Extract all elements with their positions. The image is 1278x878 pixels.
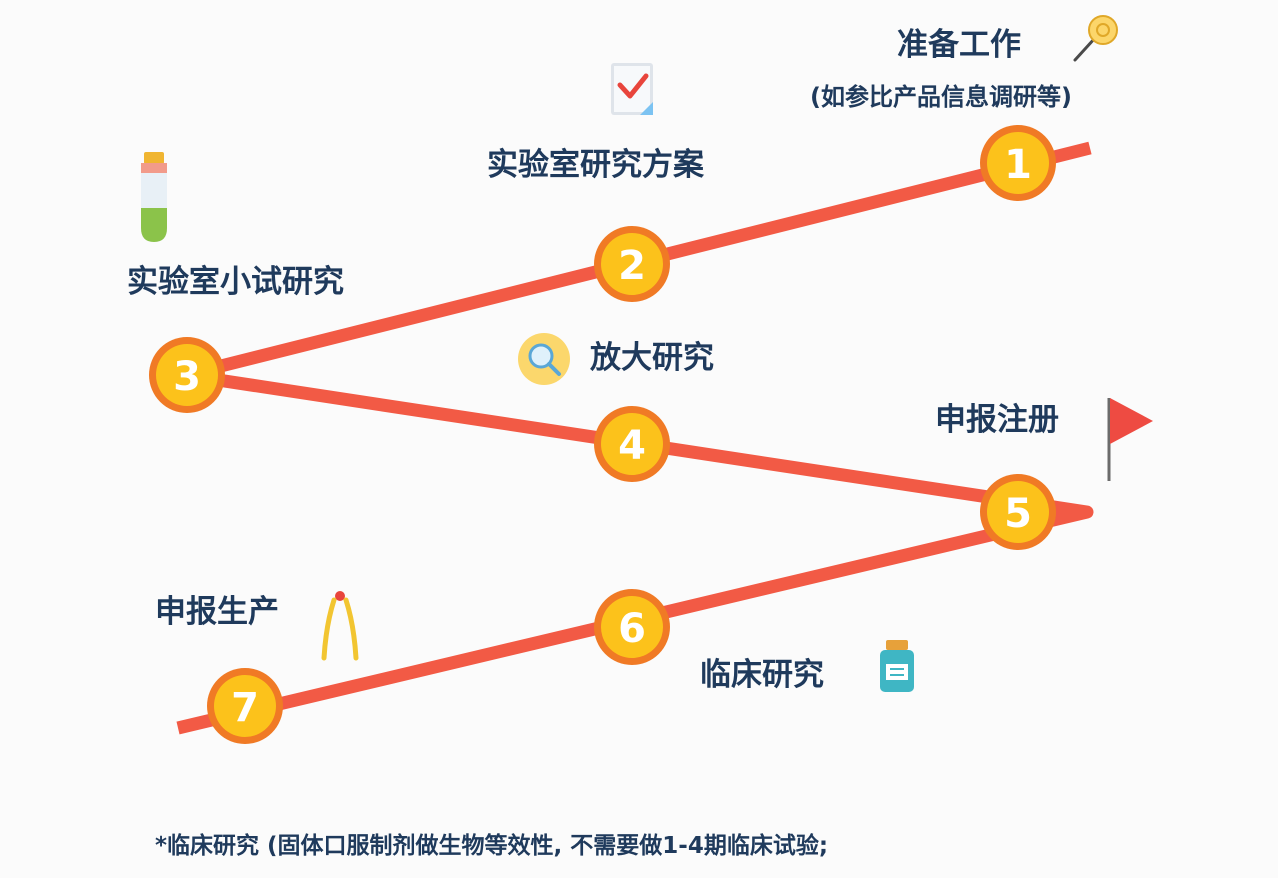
step-number: 2 [618,243,646,289]
step-number: 7 [231,685,259,731]
step-label-5: 申报注册 [935,402,1059,438]
magnifier-icon [518,333,570,385]
step-label-4: 放大研究 [590,340,714,376]
step-label-2: 实验室研究方案 [487,147,704,183]
step-label-6: 临床研究 [700,657,824,693]
step-node-6: 6 [594,589,670,665]
step-node-2: 2 [594,226,670,302]
step-number: 3 [173,354,201,400]
step-label-7: 申报生产 [155,594,279,630]
step-node-3: 3 [149,337,225,413]
step-label-3: 实验室小试研究 [127,264,344,300]
pliers-icon [321,591,359,661]
step-node-4: 4 [594,406,670,482]
step-number: 6 [618,606,646,652]
step-number: 5 [1004,491,1032,537]
step-node-1: 1 [980,125,1056,201]
red-flag-icon [1107,398,1153,481]
step-sublabel-1: (如参比产品信息调研等) [810,83,1072,111]
test-tube-icon [141,152,167,242]
medicine-bottle-icon [880,640,914,692]
lollipop-icon [1073,15,1118,62]
step-label-1: 准备工作 [897,27,1021,63]
step-node-7: 7 [207,668,283,744]
step-node-5: 5 [980,474,1056,550]
footnote: *临床研究 (固体口服制剂做生物等效性, 不需要做1-4期临床试验; [155,833,829,859]
step-number: 1 [1004,142,1032,188]
clipboard-check-icon [611,63,653,115]
step-number: 4 [618,423,646,469]
